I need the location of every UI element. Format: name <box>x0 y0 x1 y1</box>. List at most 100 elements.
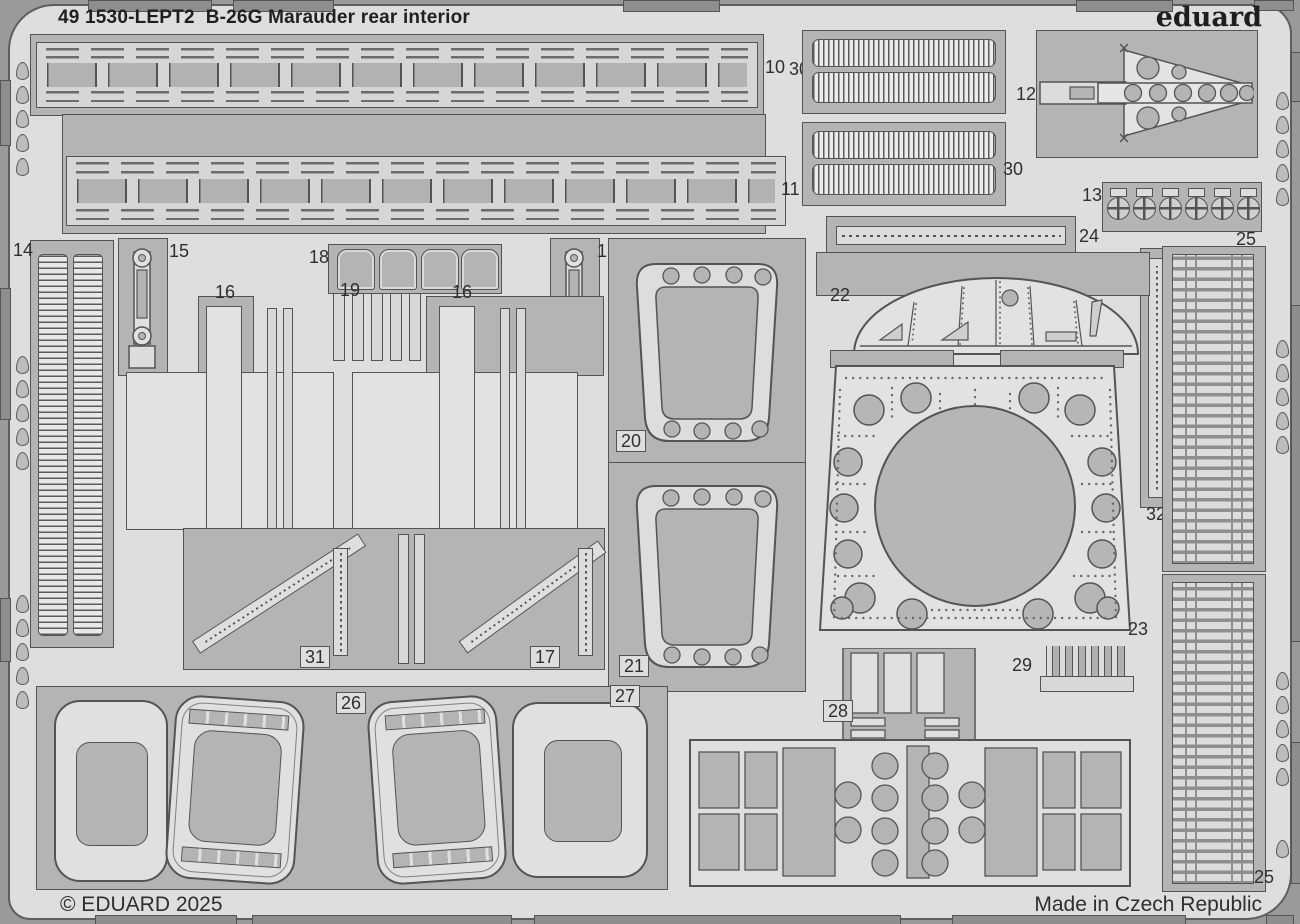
part-18-cup <box>379 249 417 290</box>
part-13-dial <box>1211 197 1234 220</box>
part-27-window-frame <box>512 702 648 878</box>
part-13-dial <box>1237 197 1260 220</box>
edge-tab <box>88 0 212 12</box>
edge-tab <box>1254 0 1294 11</box>
part-label-12: 12 <box>1016 84 1037 104</box>
part-label-16b: 16 <box>452 282 473 302</box>
part-label-31: 31 <box>300 646 331 668</box>
part-17-rail <box>578 548 593 656</box>
teardrop-mark <box>1276 436 1289 454</box>
part-29-comb-teeth <box>1046 646 1126 678</box>
part-13-dial <box>1185 197 1208 220</box>
part-label-29: 29 <box>1012 655 1033 675</box>
teardrop-mark <box>1276 768 1289 786</box>
part-11-rail <box>66 156 786 226</box>
edge-tab <box>1291 52 1300 102</box>
teardrop-mark <box>16 595 29 613</box>
part-28-floor-panel <box>689 648 1131 887</box>
part-13-dial-stem <box>1188 188 1205 197</box>
part-label-25a: 25 <box>1236 229 1257 249</box>
teardrop-mark <box>1276 388 1289 406</box>
eduard-logo: eduard <box>1155 2 1262 33</box>
part-label-17: 17 <box>530 646 561 668</box>
part-16-rib <box>398 534 409 664</box>
teardrop-mark <box>16 62 29 80</box>
teardrop-mark <box>16 134 29 152</box>
teardrop-mark <box>16 452 29 470</box>
teardrop-mark <box>16 691 29 709</box>
part-label-11: 11 <box>781 179 800 199</box>
window-cutout <box>76 742 148 846</box>
copyright-text: © EDUARD 2025 <box>60 893 223 916</box>
edge-tab <box>623 0 720 12</box>
edge-tab <box>0 598 11 662</box>
part-23-bulkhead <box>818 365 1132 631</box>
edge-tab <box>534 915 901 924</box>
teardrop-mark <box>16 428 29 446</box>
part-label-19: 19 <box>340 280 361 300</box>
part-label-24: 24 <box>1079 226 1100 246</box>
part-label-23: 23 <box>1128 619 1149 639</box>
teardrop-mark <box>1276 116 1289 134</box>
teardrop-mark <box>1276 840 1289 858</box>
part-29-comb-base <box>1040 676 1134 692</box>
part-31-rail <box>333 548 348 656</box>
part-label-26: 26 <box>336 692 367 714</box>
part-19-strip <box>371 293 383 361</box>
part-22-dome-panel <box>852 277 1140 355</box>
teardrop-mark <box>16 619 29 637</box>
part-25-belt-ladder <box>1172 582 1254 884</box>
part-30-spring <box>812 131 996 159</box>
part-30-spring <box>812 39 996 67</box>
part-label-18: 18 <box>309 247 330 267</box>
part-13-dial <box>1107 197 1130 220</box>
teardrop-mark <box>16 86 29 104</box>
product-name: B-26G Marauder rear interior <box>205 7 471 28</box>
part-21-frame <box>635 485 779 668</box>
part-14-coil <box>73 254 103 636</box>
teardrop-mark <box>16 158 29 176</box>
part-16-rib <box>414 534 425 664</box>
teardrop-mark <box>1276 744 1289 762</box>
part-label-13: 13 <box>1082 185 1103 205</box>
window-cutout <box>391 728 487 847</box>
teardrop-mark <box>1276 188 1289 206</box>
part-19-strip <box>333 293 345 361</box>
teardrop-mark <box>16 110 29 128</box>
window-cutout <box>544 740 622 842</box>
edge-tab <box>952 915 1186 924</box>
teardrop-mark <box>1276 164 1289 182</box>
part-label-22: 22 <box>830 285 851 305</box>
part-18-cup <box>461 249 499 290</box>
part-24-fold-strip <box>836 226 1066 245</box>
part-18-cup <box>337 249 375 290</box>
edge-tab <box>1266 915 1294 924</box>
part-19-strip <box>409 293 421 361</box>
teardrop-mark <box>1276 140 1289 158</box>
part-label-20: 20 <box>616 430 647 452</box>
part-12-wedge-bracket <box>1039 43 1254 143</box>
sheet-title: 49 1530-LEPT2 B-26G Marauder rear interi… <box>58 7 470 29</box>
teardrop-mark <box>1276 92 1289 110</box>
edge-tab <box>1291 305 1300 642</box>
teardrop-mark <box>16 404 29 422</box>
part-26-window-frame <box>54 700 168 882</box>
teardrop-mark <box>1276 696 1289 714</box>
part-30-spring <box>812 164 996 195</box>
teardrop-mark <box>16 667 29 685</box>
edge-tab <box>1291 742 1300 884</box>
part-label-15a: 15 <box>169 241 190 261</box>
teardrop-mark <box>16 380 29 398</box>
part-label-16a: 16 <box>215 282 236 302</box>
part-label-30b: 30 <box>1003 159 1024 179</box>
edge-tab <box>233 0 334 12</box>
part-13-dial <box>1159 197 1182 220</box>
teardrop-mark <box>1276 364 1289 382</box>
edge-tab <box>0 288 11 420</box>
teardrop-mark <box>16 356 29 374</box>
part-label-28: 28 <box>823 700 854 722</box>
teardrop-mark <box>1276 672 1289 690</box>
part-25-belt-ladder <box>1172 254 1254 564</box>
part-13-dial-stem <box>1110 188 1127 197</box>
